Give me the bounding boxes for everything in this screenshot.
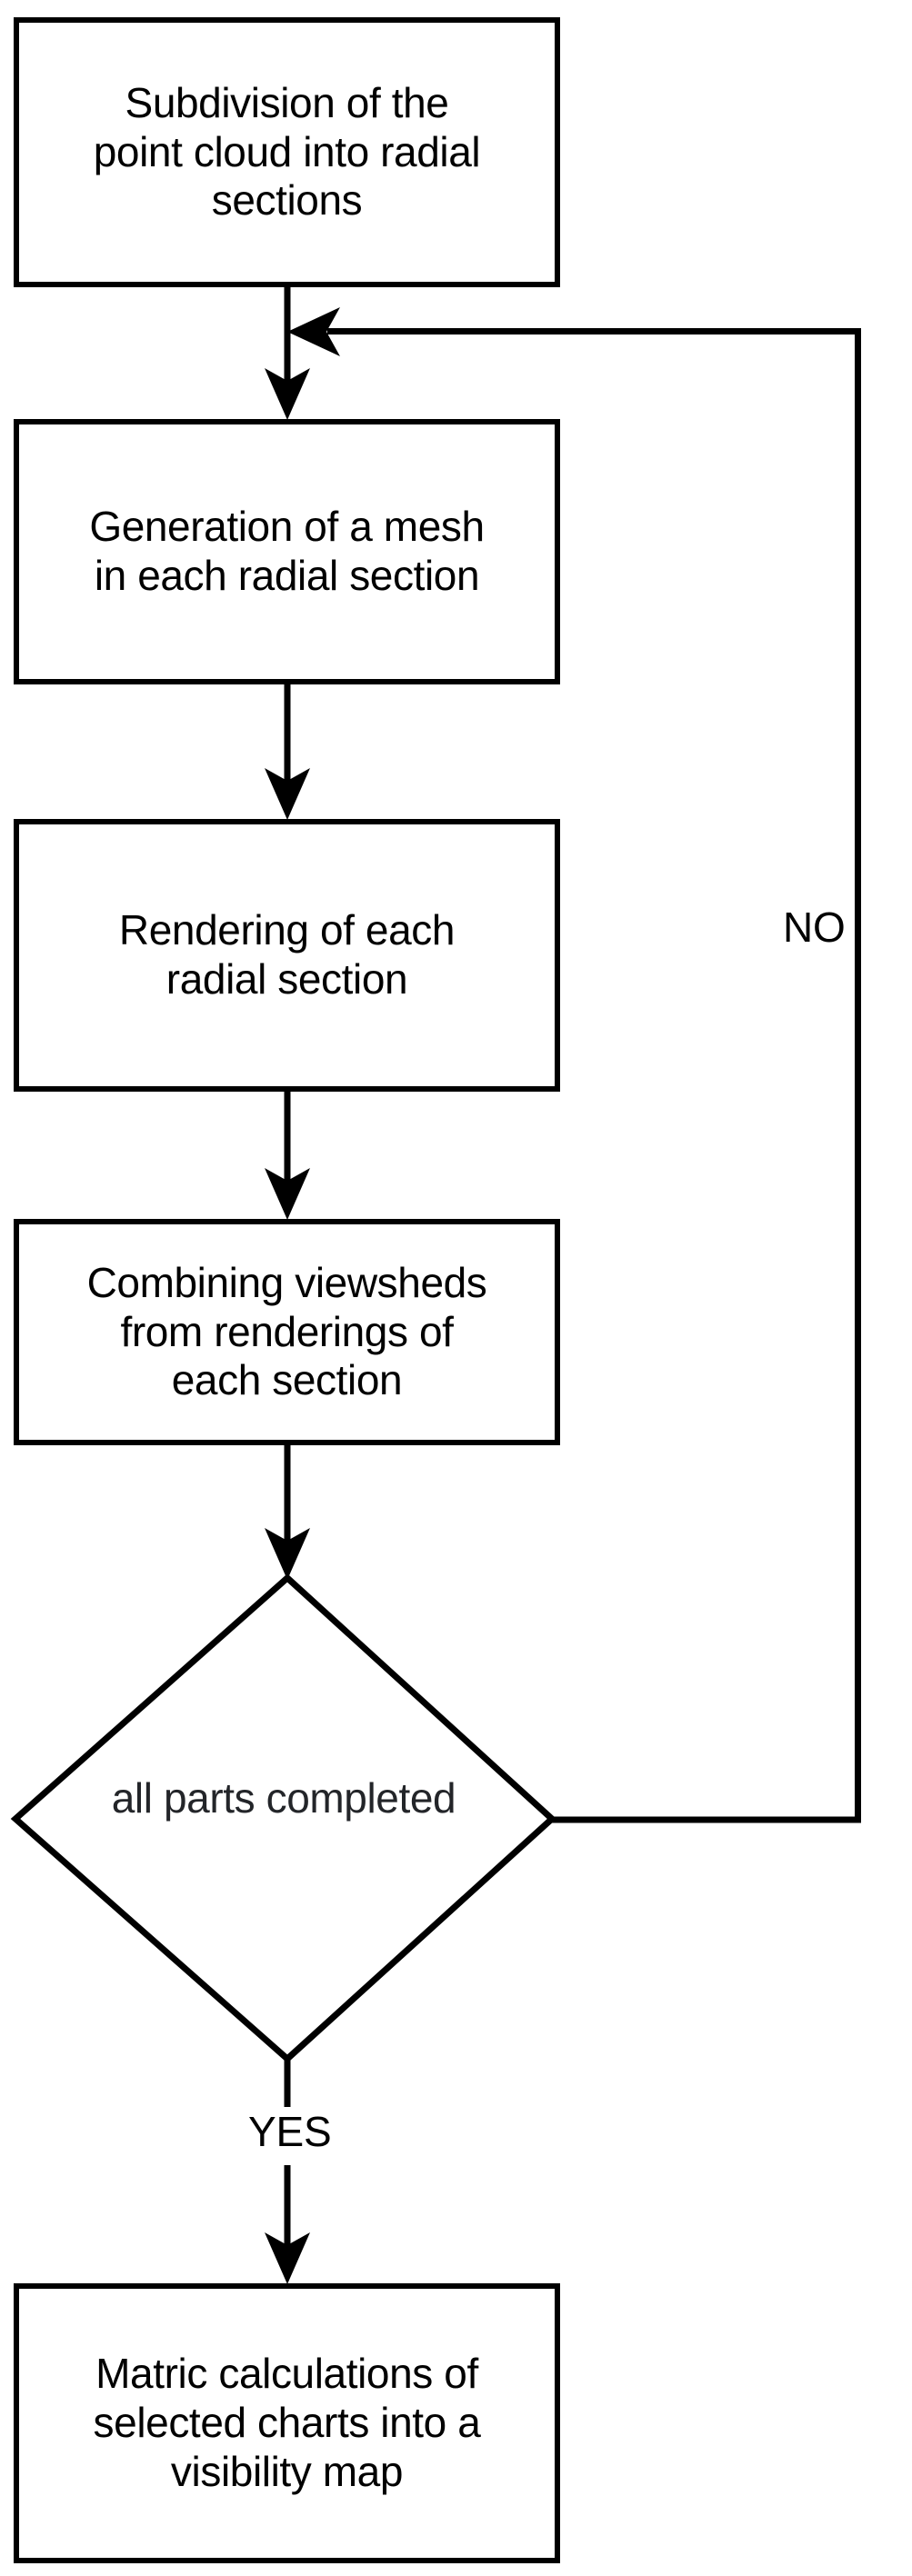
process-node-combining-viewsheds[interactable]: Combining viewsheds from renderings of e… [14, 1219, 560, 1445]
connector-rendering-to-combining [265, 1092, 310, 1220]
process-node-mesh-generation[interactable]: Generation of a mesh in each radial sect… [14, 419, 560, 684]
edge-label-no: NO [779, 904, 849, 950]
edge-label-yes: YES [245, 2109, 336, 2154]
decision-diamond-outline [10, 1573, 557, 2063]
process-node-matric-calculations[interactable]: Matric calculations of selected charts i… [14, 2283, 560, 2563]
connector-combining-to-decision [265, 1445, 310, 1580]
process-node-mesh-generation-label: Generation of a mesh in each radial sect… [89, 503, 485, 599]
process-node-matric-calculations-label: Matric calculations of selected charts i… [93, 2350, 481, 2495]
process-node-subdivision-label: Subdivision of the point cloud into radi… [93, 78, 481, 225]
process-node-rendering[interactable]: Rendering of each radial section [14, 819, 560, 1092]
process-node-subdivision[interactable]: Subdivision of the point cloud into radi… [14, 17, 560, 287]
process-node-combining-viewsheds-label: Combining viewsheds from renderings of e… [86, 1258, 487, 1404]
connector-mesh-to-rendering [265, 684, 310, 820]
connector-subdivision-to-mesh [265, 287, 310, 420]
connector-yes-to-matric [265, 2059, 310, 2284]
process-node-rendering-label: Rendering of each radial section [118, 906, 456, 1003]
connector-no-loopback [287, 307, 861, 1823]
